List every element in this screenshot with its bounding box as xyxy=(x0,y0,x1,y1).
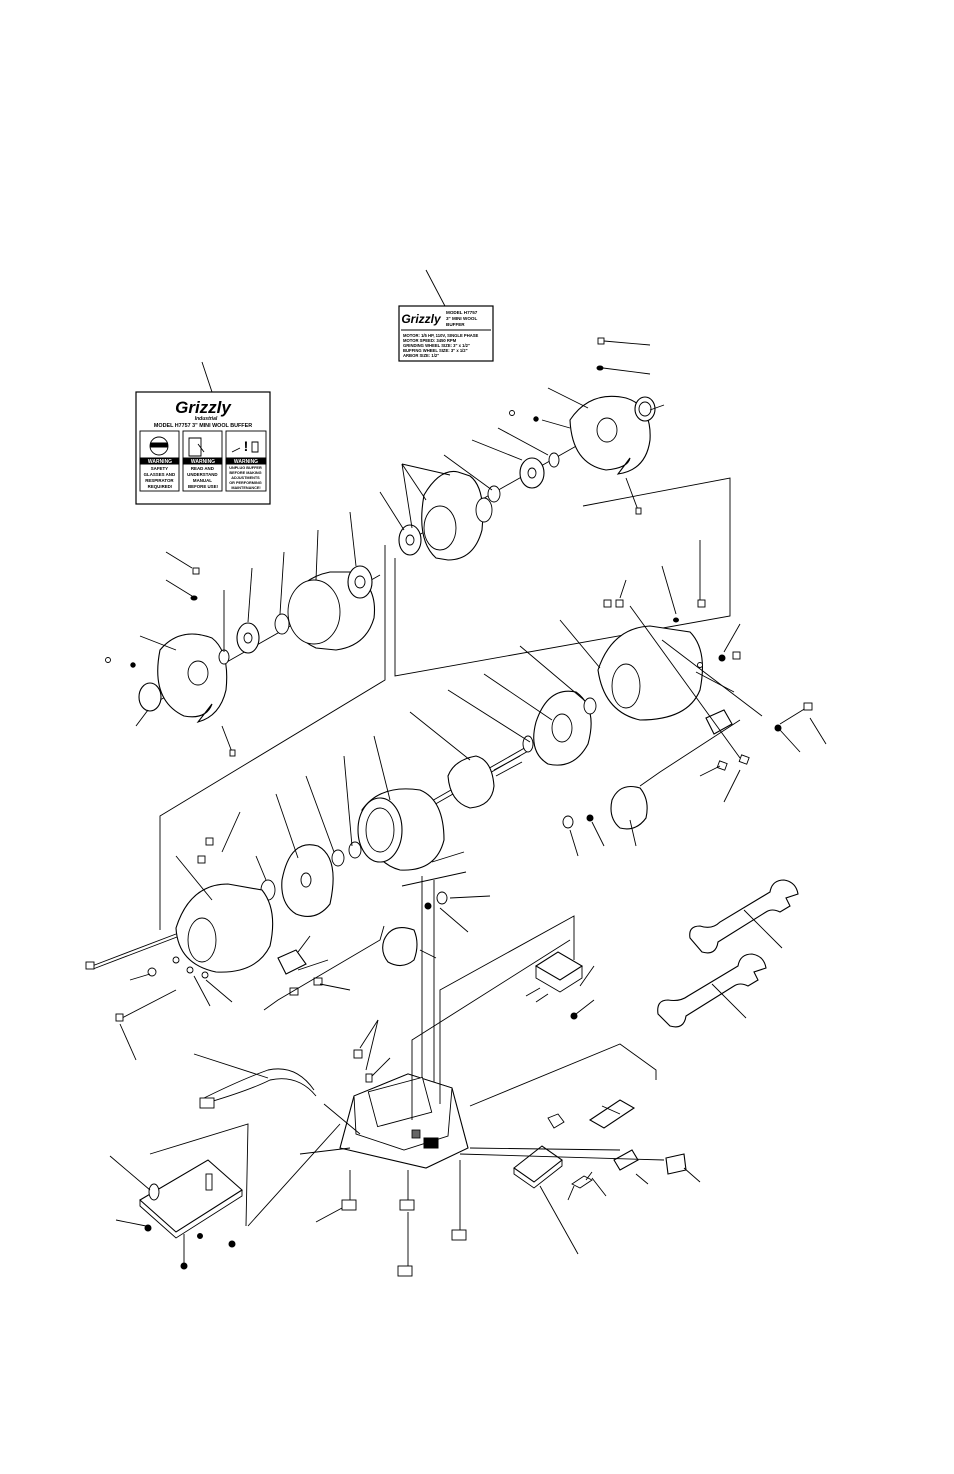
guard-knob-left xyxy=(138,682,162,712)
label-title: MODEL H7757 3" MINI WOOL BUFFER xyxy=(154,423,252,429)
motor-assembly xyxy=(85,540,827,1061)
wrenches xyxy=(657,879,799,1028)
badge-3: WARNING xyxy=(234,459,258,465)
right-wheel-assembly xyxy=(379,337,731,677)
svg-text:MODEL H7757 3" MINI WOOL: MODEL H7757 3" MINI WOOL BUFFER xyxy=(446,310,479,327)
manual-icon xyxy=(188,437,205,457)
svg-text:!: ! xyxy=(244,438,249,454)
badge-1: WARNING xyxy=(148,459,172,465)
svg-text:UNPLUG BUFFER BEFORE MAK: UNPLUG BUFFER BEFORE MAKING ADJUSTMENTS … xyxy=(229,466,263,490)
svg-text:SAFETY GLASSES AND: SAFETY GLASSES AND RESPIRATOR REQUIRED! xyxy=(144,466,177,489)
spec-plate-label: Grizzly MODEL H7757 3" MINI WOOL BUFFER … xyxy=(398,269,494,362)
machine-warning-label: Grizzly Industrial MODEL H7757 3" MINI W… xyxy=(135,361,271,505)
label-brand: Grizzly xyxy=(175,398,232,417)
unplug-icon xyxy=(231,441,259,453)
spec-brand: Grizzly xyxy=(401,312,442,326)
label-sub-brand: Industrial xyxy=(195,416,218,422)
svg-text:MOTOR: 1/5 HP, 110V, SINGLE PH: MOTOR: 1/5 HP, 110V, SINGLE PHASE MOTOR … xyxy=(403,333,480,358)
badge-2: WARNING xyxy=(191,459,215,465)
svg-text:READ AND UNDERSTAND: READ AND UNDERSTAND MANUAL BEFORE USE! xyxy=(187,466,219,489)
base-assembly xyxy=(109,876,701,1277)
left-wheel-assembly xyxy=(105,511,386,930)
